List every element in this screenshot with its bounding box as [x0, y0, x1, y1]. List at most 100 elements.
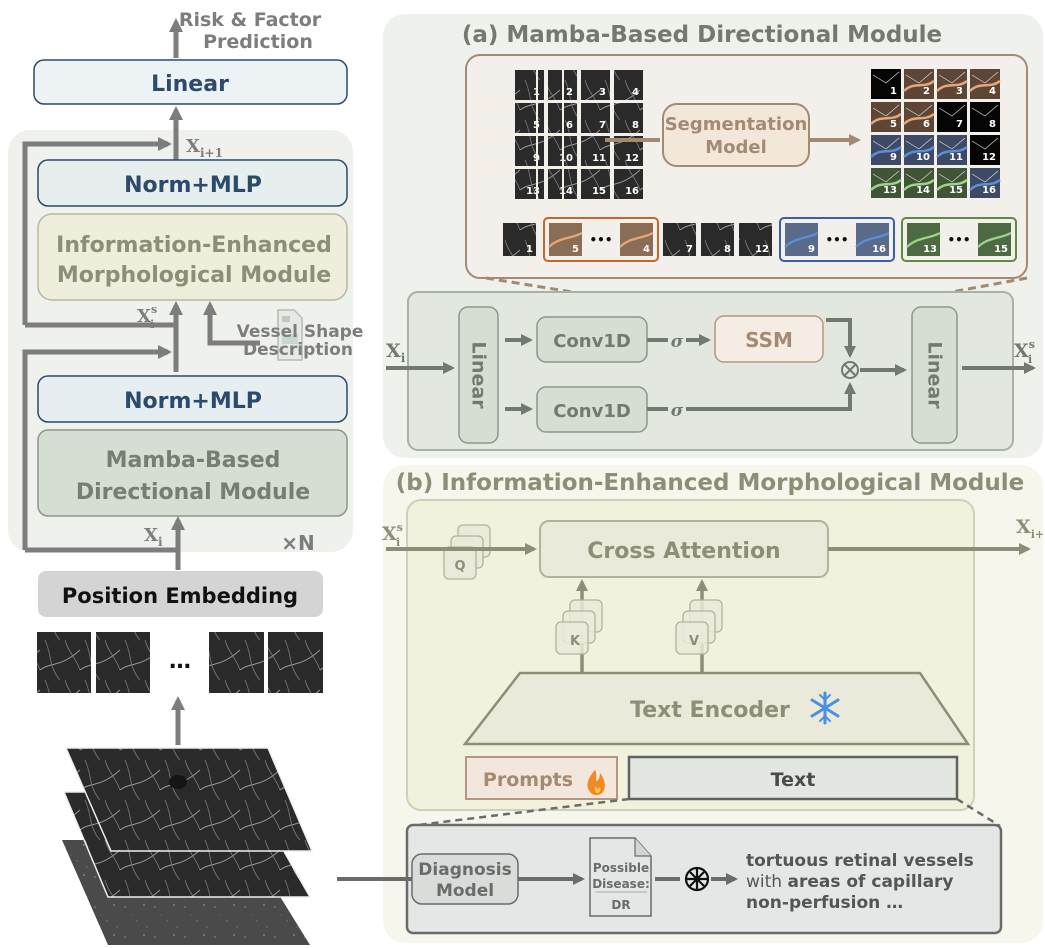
vessel-thin — [938, 71, 966, 84]
grid-separators — [477, 70, 600, 206]
text-encoder-label: Text Encoder — [630, 698, 790, 723]
segmentation-label-line1: Segmentation — [665, 114, 808, 135]
doc-line3: DR — [611, 898, 630, 912]
vessel-highlight — [969, 79, 1001, 92]
segmented-grid-number: 2 — [923, 86, 930, 97]
sequence-ellipsis: ••• — [589, 233, 612, 247]
sequence-vessel — [548, 232, 583, 248]
sequence-patch-number: 7 — [686, 244, 693, 255]
text-zoom-connector-left — [409, 797, 630, 828]
sequence-vessel — [619, 232, 654, 248]
sequence-patch-number: 5 — [572, 244, 579, 255]
position-embedding-label: Position Embedding — [62, 584, 298, 608]
xi-label: Xi — [144, 525, 163, 549]
segmented-grid-number: 13 — [883, 185, 897, 196]
vessel-thin — [872, 104, 900, 117]
segmented-grid-number: 8 — [989, 119, 996, 130]
vessel-highlight — [903, 79, 935, 92]
text-box — [627, 755, 959, 801]
segmented-grid-number: 7 — [956, 119, 963, 130]
text-encoder — [462, 671, 971, 746]
description-line2: with areas of capillary — [746, 872, 954, 892]
input-grid-number: 6 — [566, 120, 573, 131]
norm-mlp-bottom-box — [37, 375, 348, 423]
text-label: Text — [771, 769, 816, 791]
sequence-vessel — [855, 232, 890, 248]
ssm-label: SSM — [745, 328, 793, 352]
vessel-thin — [971, 104, 999, 117]
segmented-grid-number: 16 — [982, 185, 996, 196]
output-label-line1: Risk & Factor — [179, 9, 322, 31]
vessel-description-arrow — [203, 301, 260, 346]
input-patch — [209, 632, 264, 693]
text-zoom-connector-right — [956, 797, 1001, 828]
input-grid-number: 13 — [526, 186, 540, 197]
mbdm-label-line2: Directional Module — [76, 480, 310, 505]
vessel-highlight — [936, 178, 968, 191]
repeat-n-label: ×N — [281, 531, 315, 555]
linear-head-label: Linear — [151, 72, 229, 97]
linear-right-box — [911, 306, 958, 444]
input-grid-patch — [581, 103, 610, 133]
input-grid-number: 7 — [599, 120, 606, 131]
patch-ellipsis: … — [169, 649, 191, 674]
input-grid-patch — [581, 70, 610, 100]
x-next-label: Xi+1 — [186, 136, 223, 160]
sequence-patch-number: 16 — [872, 244, 886, 255]
input-grid-number: 2 — [566, 87, 573, 98]
q-label: Q — [454, 559, 465, 574]
cross-attention-label: Cross Attention — [587, 539, 780, 564]
vessel-highlight — [903, 112, 935, 125]
residual-top-path — [22, 137, 172, 325]
vessel-highlight — [903, 145, 935, 158]
iemm-label-line2: Morphological Module — [57, 263, 331, 288]
segmented-patch — [937, 102, 967, 132]
vessel-thin — [905, 104, 933, 117]
input-grid-number: 10 — [559, 153, 573, 164]
linear-right-label: Linear — [924, 341, 946, 409]
input-grid-number: 8 — [632, 120, 639, 131]
sequence-ellipsis: ••• — [947, 233, 970, 247]
input-grid-number: 14 — [559, 186, 573, 197]
sequence-patch-number: 15 — [994, 244, 1008, 255]
sequence-vessel — [906, 232, 941, 248]
vessel-label-line2: Description — [243, 340, 353, 360]
vessel-thin — [872, 137, 900, 150]
octa-layer-1 — [64, 747, 314, 852]
segmentation-model-box — [662, 103, 810, 167]
vessel-thin — [971, 170, 999, 183]
llm-icon — [684, 866, 710, 892]
segmented-grid-number: 14 — [916, 185, 930, 196]
linear-left-box — [458, 306, 499, 444]
iemm-label-line1: Information-Enhanced — [56, 233, 332, 258]
document-icon — [277, 309, 303, 361]
segmented-grid-number: 11 — [949, 152, 963, 163]
k-label: K — [570, 634, 581, 649]
value-stack — [675, 599, 723, 655]
vessel-highlight — [903, 178, 935, 191]
segmented-grid-number: 10 — [916, 152, 930, 163]
sequence-patch-number: 9 — [808, 244, 815, 255]
v-label: V — [689, 634, 699, 649]
norm-mlp-bottom-label: Norm+MLP — [124, 389, 262, 414]
description-line1: tortuous retinal vessels — [746, 851, 974, 871]
vessel-thin — [872, 71, 900, 84]
panel-b-title: (b) Information-Enhanced Morphological M… — [396, 470, 1024, 496]
prompts-label: Prompts — [483, 769, 573, 791]
vessel-thin — [905, 71, 933, 84]
vessel-thin — [905, 170, 933, 183]
vessel-thin — [971, 71, 999, 84]
input-patch — [268, 632, 323, 693]
vessel-thin — [872, 170, 900, 183]
disease-document — [589, 837, 652, 917]
key-stack — [555, 599, 603, 655]
input-grid-patch — [515, 70, 544, 100]
vessel-thin — [938, 104, 966, 117]
segmented-patch — [871, 69, 901, 99]
linear-left-label: Linear — [468, 341, 490, 409]
input-grid-patch — [515, 136, 544, 166]
sequence-patch — [503, 223, 536, 256]
